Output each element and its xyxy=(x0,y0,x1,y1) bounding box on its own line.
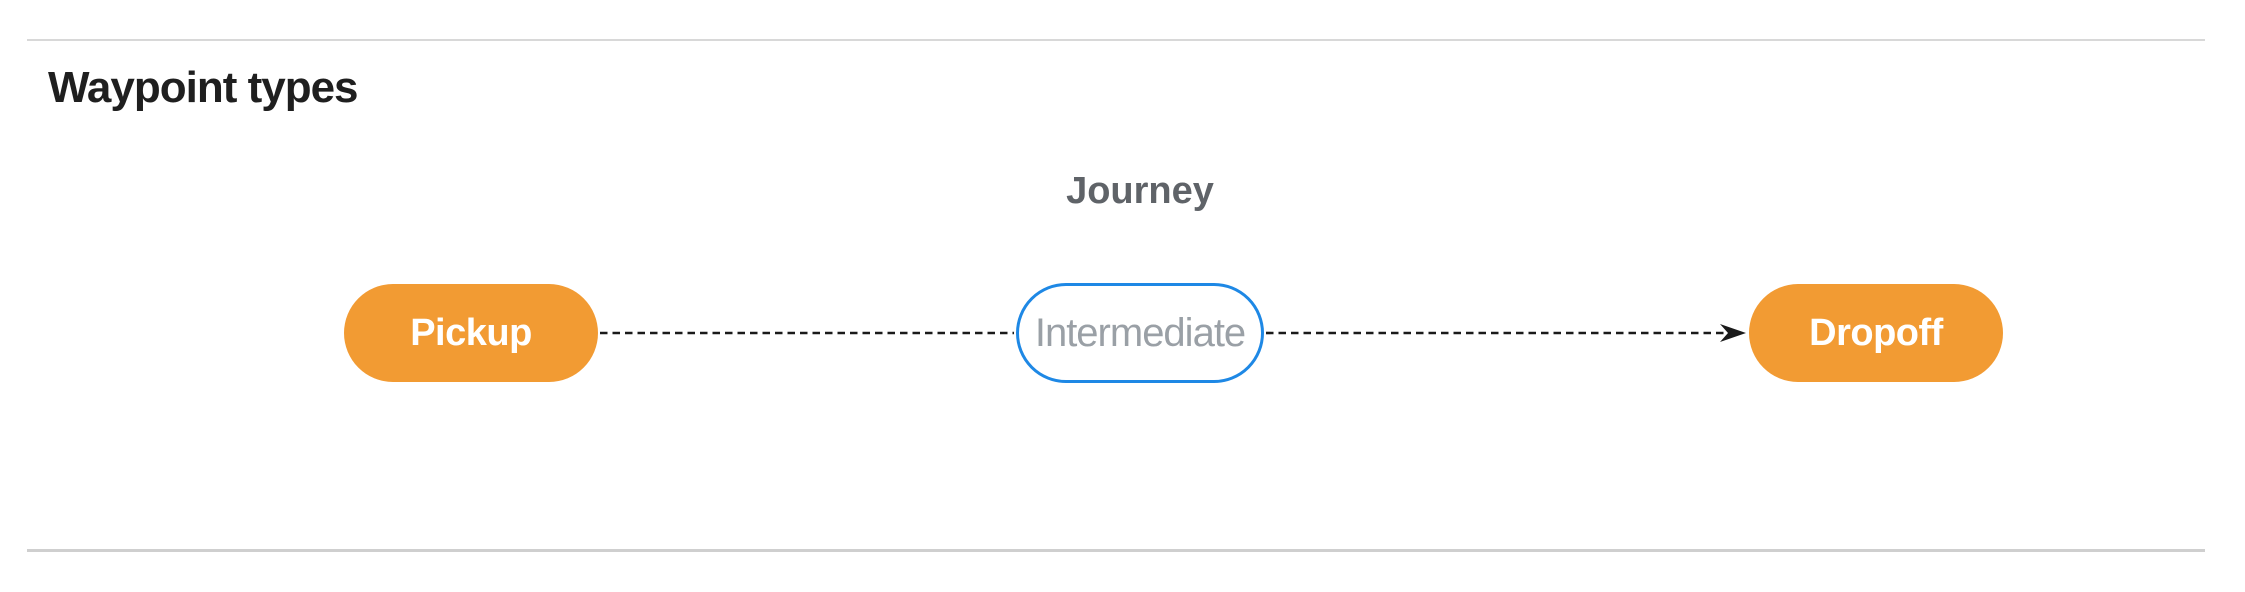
section-heading: Waypoint types xyxy=(48,63,359,112)
node-intermediate-label: Intermediate xyxy=(1034,310,1246,355)
node-dropoff: Dropoff xyxy=(1749,284,2003,382)
bottom-divider xyxy=(27,549,2205,552)
node-intermediate: Intermediate xyxy=(1016,283,1264,383)
top-divider xyxy=(27,39,2205,41)
journey-label: Journey xyxy=(1066,170,1214,212)
node-dropoff-label: Dropoff xyxy=(1809,311,1943,354)
node-pickup-label: Pickup xyxy=(410,311,532,354)
arrowhead-icon xyxy=(1720,324,1746,342)
node-pickup: Pickup xyxy=(344,284,598,382)
